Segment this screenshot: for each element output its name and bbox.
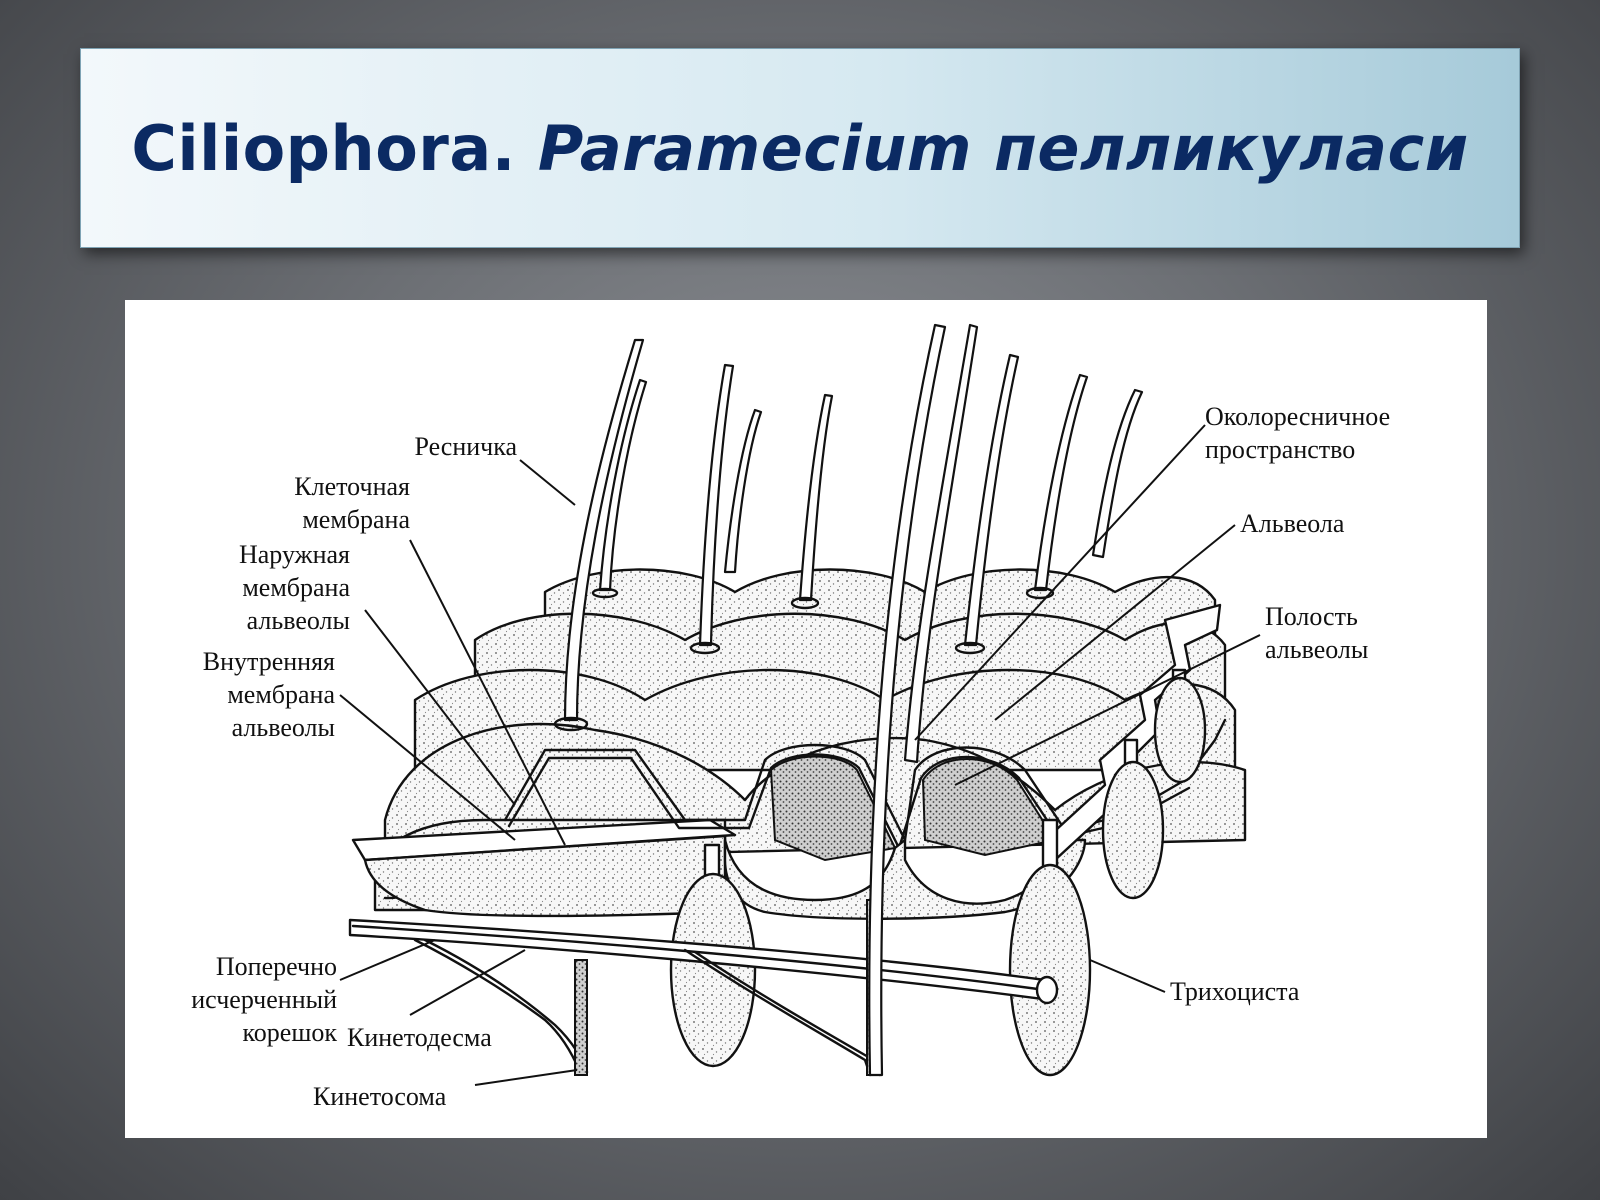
- leader-inner-membrane: [339, 694, 516, 841]
- kinetodesma-bundle: [348, 899, 1059, 1077]
- slide-title: Ciliophora. Paramecium пелликуласи: [131, 112, 1468, 185]
- label-root-2: исчерченный: [191, 985, 337, 1014]
- title-italic: Paramecium пелликуласи: [537, 111, 1469, 185]
- label-kinetosome: Кинетосома: [313, 1082, 447, 1111]
- label-outer-membrane-1: Наружная: [239, 540, 350, 569]
- leader-kinetosome: [474, 1069, 578, 1086]
- pellicle-illustration: Ресничка Клеточная мембрана Наружная мем…: [191, 323, 1390, 1111]
- label-root-1: Поперечно: [216, 952, 337, 981]
- label-inner-membrane-1: Внутренняя: [203, 647, 335, 676]
- label-alveolus-cavity-2: альвеолы: [1265, 635, 1368, 664]
- trichocysts: [669, 668, 1207, 1077]
- label-cell-membrane-1: Клеточная: [294, 472, 410, 501]
- title-plain: Ciliophora.: [131, 111, 516, 185]
- leader-alveolus-cavity: [954, 634, 1261, 786]
- label-inner-membrane-3: альвеолы: [232, 713, 335, 742]
- leader-outer-membrane: [364, 609, 516, 806]
- title-banner: Ciliophora. Paramecium пелликуласи: [80, 48, 1520, 248]
- leader-alveolus: [994, 524, 1236, 721]
- label-trichocyst: Трихоциста: [1170, 977, 1300, 1006]
- pellicle-diagram: Ресничка Клеточная мембрана Наружная мем…: [125, 300, 1487, 1138]
- cilia: [553, 323, 1144, 1077]
- diagram-labels: Ресничка Клеточная мембрана Наружная мем…: [191, 402, 1390, 1111]
- leader-trichocyst: [1089, 959, 1166, 993]
- leader-lines: [339, 424, 1261, 1086]
- leader-kinetodesma: [409, 949, 526, 1016]
- leader-cell-membrane: [409, 539, 566, 846]
- label-alveolus-cavity-1: Полость: [1265, 602, 1358, 631]
- label-cell-membrane-2: мембрана: [302, 505, 410, 534]
- label-inner-membrane-2: мембрана: [227, 680, 335, 709]
- label-outer-membrane-2: мембрана: [242, 573, 350, 602]
- leader-cilium: [519, 459, 576, 506]
- label-kinetodesma: Кинетодесма: [347, 1023, 492, 1052]
- label-cilium: Ресничка: [414, 432, 517, 461]
- label-pericilium-1: Околоресничное: [1205, 402, 1390, 431]
- label-alveolus: Альвеола: [1240, 509, 1345, 538]
- leader-root: [339, 939, 436, 981]
- label-pericilium-2: пространство: [1205, 435, 1355, 464]
- leader-pericilium: [914, 424, 1206, 741]
- label-root-3: корешок: [242, 1018, 337, 1047]
- label-outer-membrane-3: альвеолы: [247, 606, 350, 635]
